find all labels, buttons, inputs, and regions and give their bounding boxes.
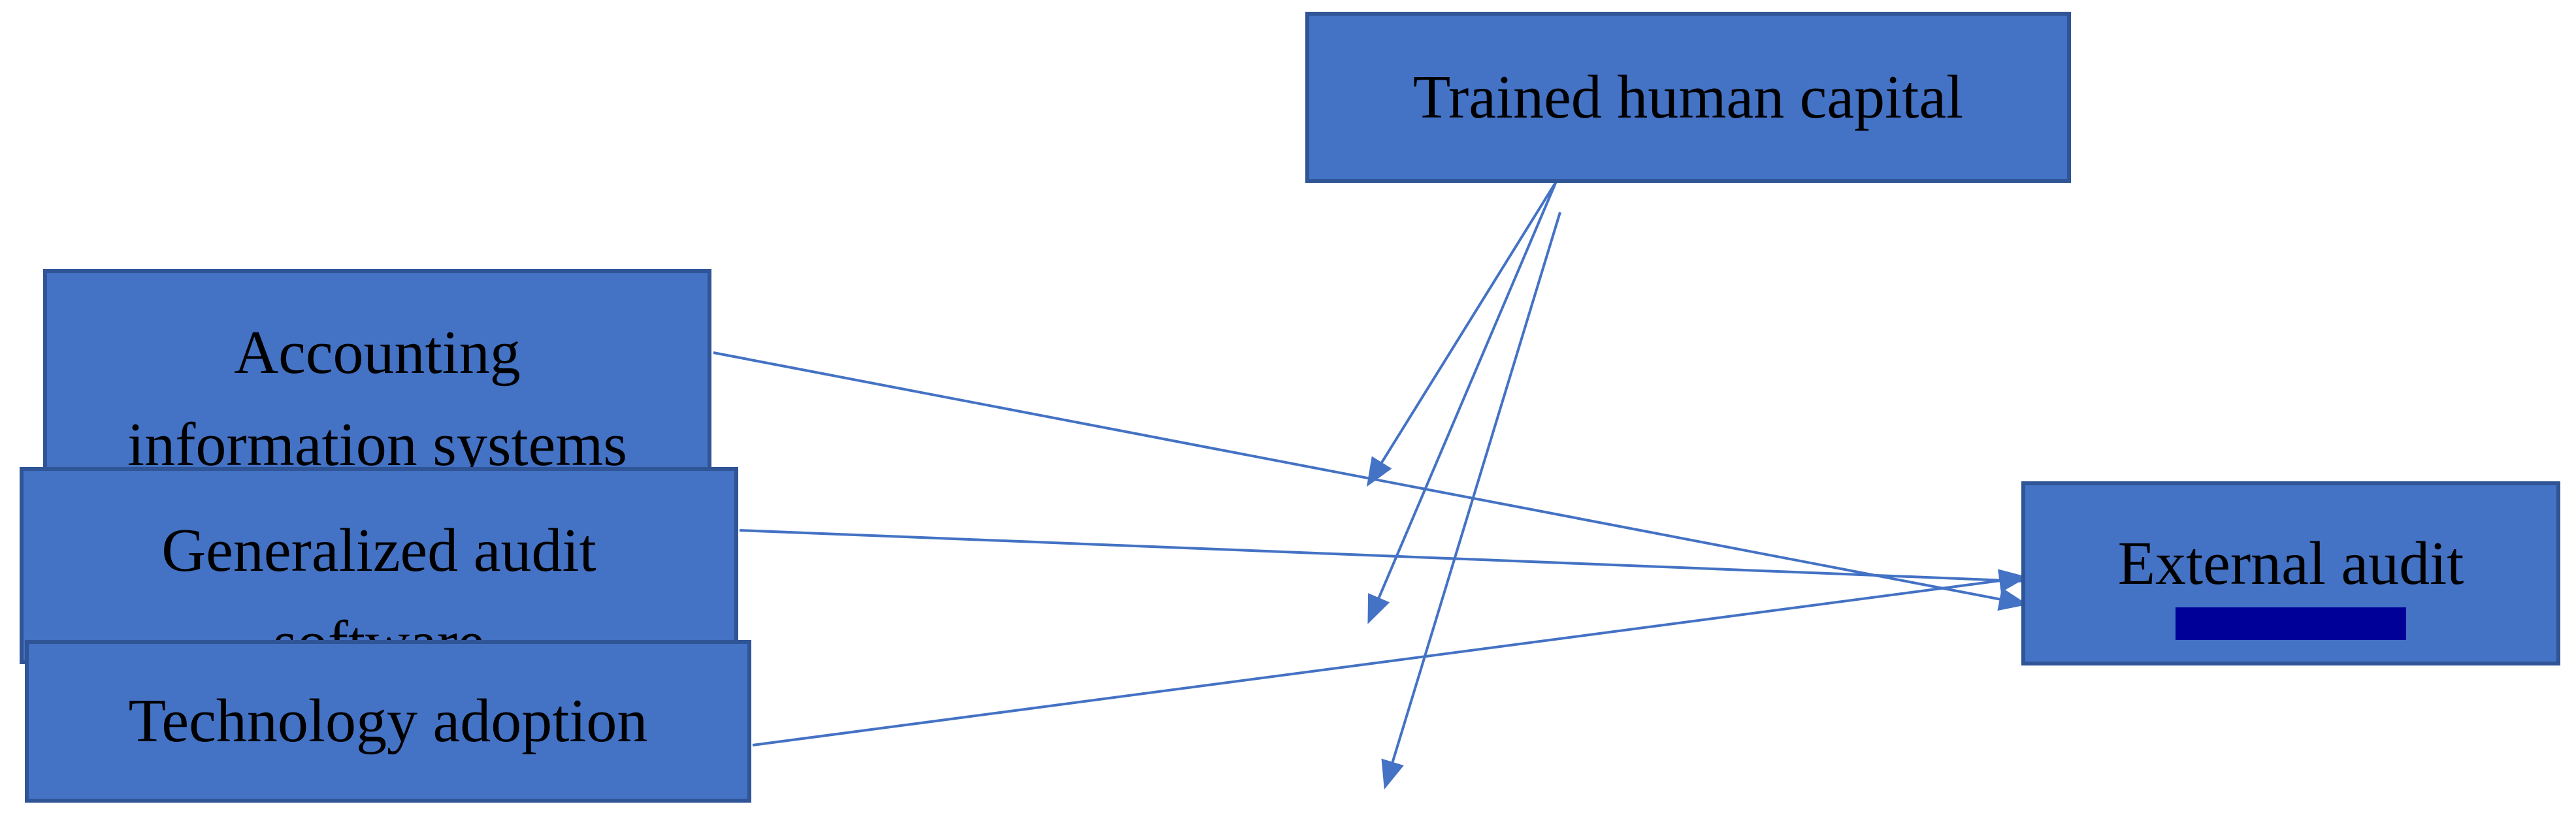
external-audit-box: External audit [2021,481,2560,665]
edge-capital-moderation-tech [1381,212,1561,790]
edge-gas-to-external-audit [739,529,2026,583]
edge-tech-to-external-audit [752,569,2028,746]
edge-ais-to-external-audit [713,351,2028,611]
accounting-information-systems-label-line-2: information systems [127,411,627,473]
generalized-audit-software-box: Generalized audit software [20,467,738,664]
generalized-audit-software-label-line-1: Generalized audit [161,517,596,585]
edge-capital-moderation-ais [1366,180,1557,487]
edge-capital-moderation-gas [1367,181,1557,624]
trained-human-capital-box: Trained human capital [1305,12,2071,183]
technology-adoption-box: Technology adoption [25,640,751,803]
accounting-information-systems-box: Accounting information systems [43,269,711,473]
redaction-bar [2176,607,2406,640]
technology-adoption-label: Technology adoption [128,687,648,755]
external-audit-label: External audit [2117,530,2464,598]
trained-human-capital-label: Trained human capital [1412,63,1964,131]
accounting-information-systems-label-line-1: Accounting [234,319,521,387]
